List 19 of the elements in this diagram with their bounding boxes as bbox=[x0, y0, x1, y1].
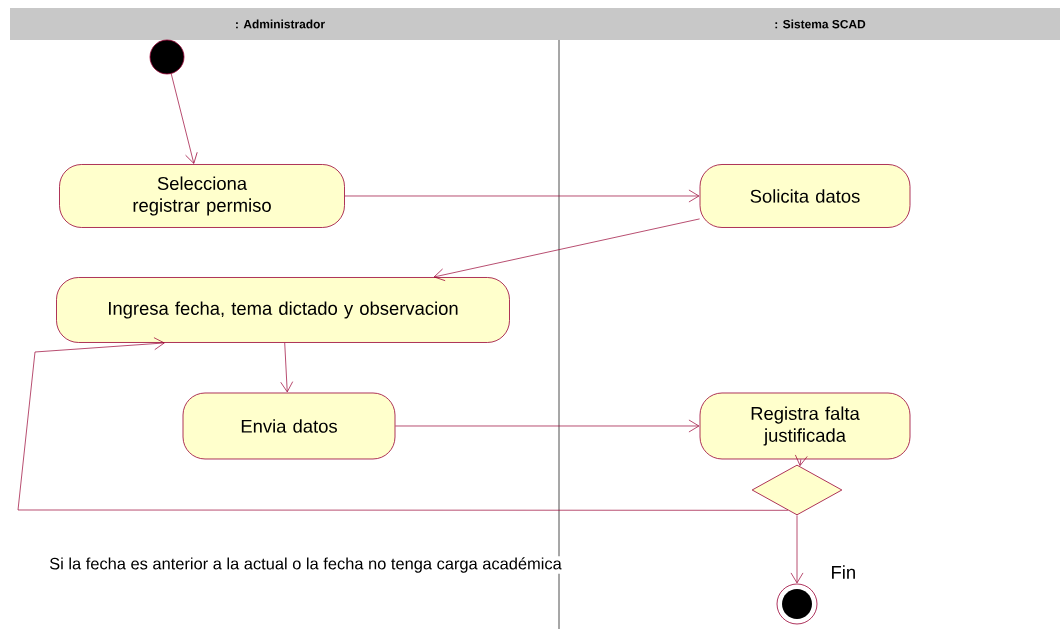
arrow bbox=[280, 342, 294, 393]
start-dot bbox=[149, 39, 185, 75]
arrow bbox=[433, 218, 700, 282]
arrow bbox=[395, 419, 700, 433]
arrow bbox=[17, 337, 789, 511]
arrow bbox=[790, 515, 804, 584]
arrow bbox=[344, 189, 700, 203]
decision-diamond bbox=[751, 464, 843, 516]
activity-box: Envia datos bbox=[182, 392, 396, 460]
activity-box: Selecciona registrar permiso bbox=[59, 164, 345, 228]
lane-label: : Administrador bbox=[236, 19, 325, 29]
activity-box: Solicita datos bbox=[699, 164, 911, 228]
lane-label: : Sistema SCAD bbox=[775, 19, 866, 29]
activity-box: Ingresa fecha, tema dictado y observacion bbox=[56, 277, 510, 343]
node-caption: Fin bbox=[832, 565, 855, 579]
activity-box: Registra falta justificada bbox=[699, 392, 911, 460]
arrow bbox=[170, 73, 198, 164]
guard-label: Si la fecha es anterior a la actual o la fecha no tenga carga académica bbox=[48, 556, 563, 574]
end-point bbox=[776, 583, 818, 625]
